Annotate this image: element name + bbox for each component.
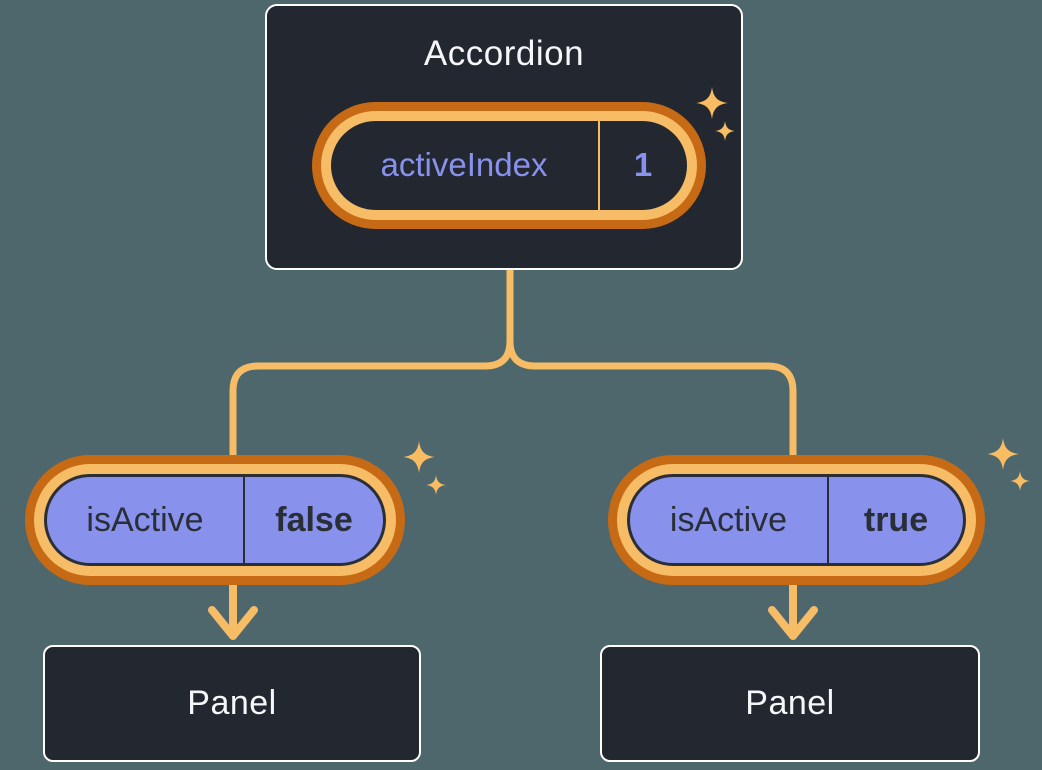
state-value-label: 1 [633,146,653,183]
state-pill-activeindex: activeIndex 1 [320,110,697,220]
panel-node-left: Panel [43,645,421,762]
state-name-label: activeIndex [331,120,600,210]
sparkle-icon [987,438,1019,470]
arrow-left-head [208,606,258,640]
prop-value-label: true [863,500,929,539]
branch-line-left [229,264,514,464]
accordion-node: Accordion activeIndex 1 [265,4,743,270]
prop-name-label: isActive [47,477,245,563]
branch-line-right [506,264,797,464]
sparkle-icon [1010,471,1030,491]
arrow-right-head [768,606,818,640]
prop-value-label: false [275,500,353,539]
accordion-title: Accordion [423,34,585,73]
prop-name-label: isActive [630,477,829,563]
prop-pill-isactive-false: isActive false [44,474,386,566]
panel-node-right: Panel [600,645,980,762]
sparkle-icon [403,441,435,473]
prop-pill-isactive-true: isActive true [627,474,966,566]
sparkle-icon [426,475,446,495]
